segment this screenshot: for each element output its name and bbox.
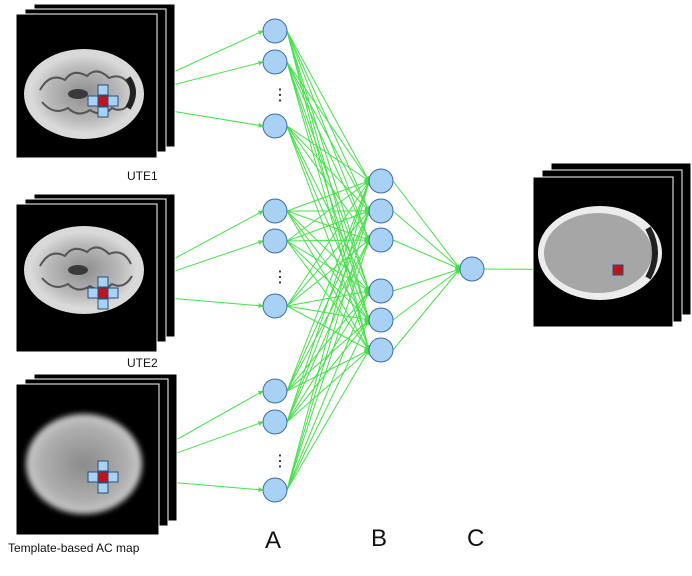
edge-b-to-c [392,268,461,321]
brain-mri-image [24,226,144,314]
edge-a-to-b [286,349,370,491]
voxel-cross [87,84,119,118]
layer-label-a: A [265,527,281,554]
input-label-ute2: UTE2 [127,356,158,370]
node-b5 [368,307,394,333]
edge-a-to-b [286,349,370,423]
edge-a-to-b [286,290,370,491]
edge-a-to-b [286,319,370,423]
edge-a-to-b [286,305,370,351]
edge-a-to-b [286,180,370,392]
ellipsis-group-3: ⋮ [272,453,288,470]
edge-a-to-b [286,239,370,491]
edge-a-to-b [286,180,371,491]
node-a1 [262,18,288,44]
edge-b-to-c [392,268,461,351]
edge-a-to-b [286,125,370,212]
layer-label-b: B [371,525,387,552]
edge-a-to-b [286,210,370,423]
node-c1 [459,256,485,282]
edge-a-to-b [286,180,370,242]
voxel-cross [87,276,119,310]
input-label-ute1: UTE1 [127,169,158,183]
edge-b-to-c [392,268,461,292]
voxel-cross [87,460,119,494]
edge-a-to-b [286,210,371,491]
node-a4 [262,198,288,224]
brain-mri-image [24,49,144,139]
node-b3 [368,227,394,253]
edge-a-to-b [286,61,370,182]
edge-a-to-b [286,61,370,292]
edge-a-to-b [286,30,370,182]
edge-a-to-b [286,319,370,392]
edge-a-to-b [286,239,370,423]
output-stack [532,162,692,328]
edge-a-to-b [286,180,370,307]
edge-b-to-c [392,239,461,270]
node-a2 [262,49,288,75]
edge-a-to-b [286,290,370,392]
edge-a-to-b [286,180,370,423]
edge-a-to-b [286,289,370,307]
edge-a-to-b [286,305,370,322]
node-a6 [262,293,288,319]
input-stack-template-ac-map: Template-based AC map [8,373,178,555]
edge-a-to-b [286,239,370,307]
input-stack-ute1: UTE1 [15,3,176,183]
output-voxel [612,264,624,276]
edge-a-to-b [286,125,370,321]
layer-label-c: C [467,525,484,552]
input-label-template-ac-map: Template-based AC map [8,541,140,555]
edge-a-to-b [286,125,370,292]
edge-a-to-b [286,319,370,491]
edge-a-to-b [286,210,370,307]
ellipsis-group-2: ⋮ [272,269,288,286]
network-nodes [262,18,485,503]
edge-a-to-b [286,240,370,321]
node-a5 [262,228,288,254]
edge-a-to-b [286,125,370,182]
input-stack-ute2: UTE2 [15,193,176,370]
node-a8 [262,409,288,435]
edge-b-to-c [392,210,461,270]
edge-a-to-b [286,210,370,292]
node-b4 [368,278,394,304]
node-b1 [368,168,394,194]
edge-a-to-b [286,180,370,212]
ellipsis-group-1: ⋮ [272,87,288,104]
edge-a-to-b [286,237,370,243]
edge-a-to-b [286,290,370,423]
node-b6 [368,337,394,363]
output-ct-image [538,206,662,300]
node-a9 [262,477,288,503]
node-b2 [368,198,394,224]
edge-a-to-b [286,30,371,292]
node-a3 [262,113,288,139]
blurred-ac-map-image [26,414,142,514]
node-a7 [262,378,288,404]
edge-b-to-c [392,180,461,270]
edge-a-to-b [286,61,370,241]
